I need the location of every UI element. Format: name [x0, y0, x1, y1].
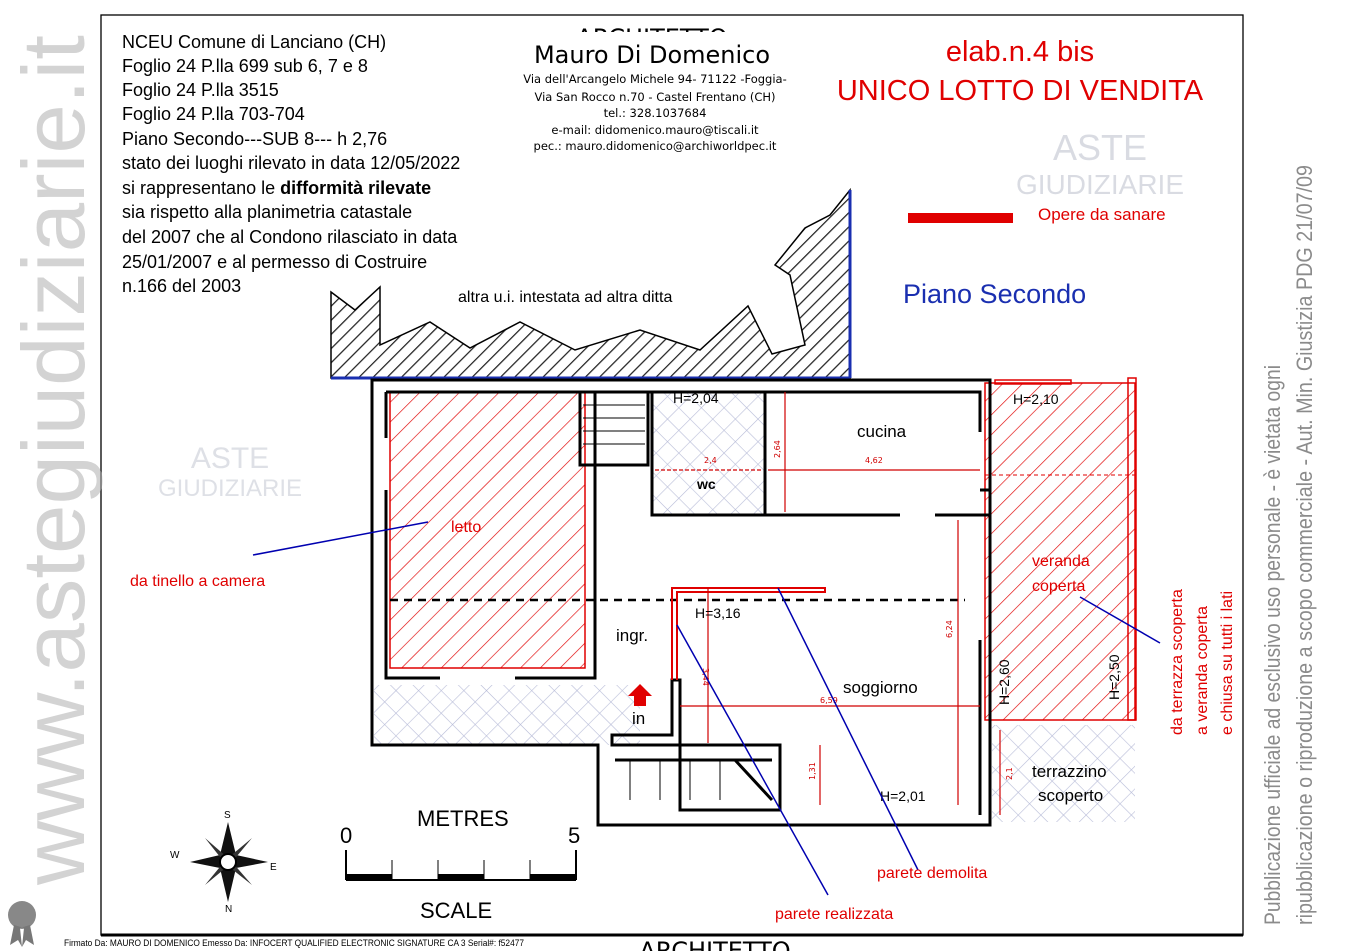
neighbor-unit-hatch	[330, 187, 851, 379]
info-line-prefix: si rappresentano le	[122, 178, 280, 198]
info-line: Foglio 24 P.lla 703-704	[122, 104, 305, 124]
annotations: da tinello a camera parete demolita pare…	[130, 573, 1236, 923]
height-labels: H=2,04 H=2,10 H=3,16 H=2,60 H=2,50 H=2,0…	[673, 390, 1122, 804]
dim-terrace-height: 2,1	[1005, 767, 1014, 780]
watermark-site: www.astegiudiziarie.it	[4, 35, 103, 886]
entrance-label: in	[632, 709, 645, 728]
architect-title: ARCHITETTO	[576, 24, 727, 52]
info-line: n.166 del 2003	[122, 276, 241, 296]
annotation-realizzata: parete realizzata	[775, 906, 893, 923]
lot-heading: elab.n.4 bis UNICO LOTTO DI VENDITA	[837, 36, 1204, 107]
scale-label: SCALE	[420, 898, 492, 923]
legend-label: Opere da sanare	[1038, 205, 1166, 224]
digital-signature: Firmato Da: MAURO DI DOMENICO Emesso Da:…	[64, 938, 524, 949]
height-wc: H=2,04	[673, 390, 719, 406]
info-line: Piano Secondo---SUB 8--- h 2,76	[122, 129, 387, 149]
architect-header: ARCHITETTO Mauro Di Domenico Via dell'Ar…	[523, 24, 787, 153]
dim-soggiorno-width: 6,59	[820, 696, 838, 705]
info-line: si rappresentano le difformità rilevate	[122, 178, 431, 198]
info-line: stato dei luoghi rilevato in data 12/05/…	[122, 153, 460, 173]
watermark-logo: GIUDIZIARIE	[1016, 169, 1184, 200]
red-room-labels: letto veranda coperta	[451, 519, 1090, 595]
annotation-demolita: parete demolita	[877, 865, 987, 882]
compass-n: N	[225, 904, 232, 915]
veranda-changed-area	[984, 382, 1136, 721]
wc-area	[652, 392, 765, 515]
info-line: 25/01/2007 e al permesso di Costruire	[122, 252, 427, 272]
room-letto: letto	[451, 519, 481, 536]
walls	[370, 378, 992, 827]
scale-title: METRES	[417, 806, 509, 831]
annotation-terrazza-3: e chiusa su tutti i lati	[1219, 591, 1236, 735]
floor-label: Piano Secondo	[903, 279, 1086, 309]
info-line: Foglio 24 P.lla 699 sub 6, 7 e 8	[122, 56, 368, 76]
letto-changed-area	[389, 391, 586, 669]
watermark-notice-1: Pubblicazione ufficiale ad esclusivo uso…	[1260, 365, 1285, 925]
compass-icon: S N W E	[170, 810, 277, 915]
info-line: Foglio 24 P.lla 3515	[122, 80, 279, 100]
new-wall	[671, 587, 826, 680]
watermark-logo-mid: GIUDIZIARIE	[158, 475, 302, 502]
scale-bar: METRES 0 5 SCALE	[340, 806, 580, 923]
info-line-bold: difformità rilevate	[280, 178, 431, 198]
info-line: sia rispetto alla planimetria catastale	[122, 202, 412, 222]
architect-pec: pec.: mauro.didomenico@archiworldpec.it	[534, 139, 777, 153]
height-veranda-right: H=2,50	[1106, 654, 1122, 700]
watermark-logo: ASTE	[1053, 127, 1147, 168]
neighbor-label: altra u.i. intestata ad altra ditta	[458, 289, 672, 306]
info-line: del 2007 che al Condono rilasciato in da…	[122, 227, 458, 247]
scale-zero: 0	[340, 823, 352, 848]
dim-wc-width: 2,4	[704, 456, 717, 465]
dimension-lines	[655, 392, 1001, 815]
compass-e: E	[270, 862, 277, 873]
info-block: NCEU Comune di Lanciano (CH) Foglio 24 P…	[122, 32, 460, 296]
lot-title: UNICO LOTTO DI VENDITA	[837, 75, 1204, 107]
stairs	[583, 404, 721, 800]
signature-seal-icon	[8, 901, 36, 947]
height-veranda-left: H=2,60	[996, 659, 1012, 705]
terrazzino-area	[992, 725, 1135, 822]
room-ingresso: ingr.	[616, 626, 648, 645]
annotation-terrazza-2: a veranda coperta	[1194, 606, 1211, 735]
watermark-logo-mid: ASTE	[191, 442, 269, 475]
architect-tel: tel.: 328.1037684	[604, 106, 707, 120]
compass-w: W	[170, 850, 180, 861]
annotation-terrazza: da terrazza scoperta	[1169, 589, 1186, 735]
room-terrazzino-2: scoperto	[1038, 786, 1103, 805]
room-veranda: veranda	[1032, 553, 1090, 570]
architect-address-1: Via dell'Arcangelo Michele 94- 71122 -Fo…	[523, 72, 787, 86]
terrace-area	[374, 685, 640, 745]
room-terrazzino: terrazzino	[1032, 762, 1107, 781]
height-veranda-top: H=2,10	[1013, 391, 1059, 407]
elab-number: elab.n.4 bis	[946, 36, 1094, 68]
compass-s: S	[224, 810, 231, 821]
height-soggiorno: H=3,16	[695, 605, 741, 621]
entrance-arrow-icon	[628, 684, 652, 706]
architect-email: e-mail: didomenico.mauro@tiscali.it	[551, 123, 759, 137]
architect-title-bottom: ARCHITETTO	[639, 937, 790, 951]
height-bottom: H=2,01	[880, 788, 926, 804]
room-veranda-2: coperta	[1032, 578, 1085, 595]
dim-soggiorno-height: 6,24	[945, 620, 954, 638]
scale-five: 5	[568, 823, 580, 848]
architect-name: Mauro Di Domenico	[534, 41, 770, 69]
room-cucina: cucina	[857, 422, 907, 441]
watermark-notice-2: ripubblicazione o riproduzione a scopo c…	[1292, 165, 1317, 925]
legend-swatch	[908, 213, 1013, 223]
room-labels: cucina wc ingr. soggiorno in terrazzino …	[616, 422, 1107, 805]
dim-cucina-height: 2,64	[773, 440, 782, 458]
annotation-lines	[252, 521, 1161, 896]
room-soggiorno: soggiorno	[843, 678, 918, 697]
info-line: NCEU Comune di Lanciano (CH)	[122, 32, 386, 52]
dim-cucina-width: 4,62	[865, 456, 883, 465]
dim-stair-height: 1,31	[808, 762, 817, 780]
room-wc: wc	[696, 476, 716, 492]
annotation-tinello: da tinello a camera	[130, 573, 265, 590]
architect-address-2: Via San Rocco n.70 - Castel Frentano (CH…	[535, 90, 776, 104]
